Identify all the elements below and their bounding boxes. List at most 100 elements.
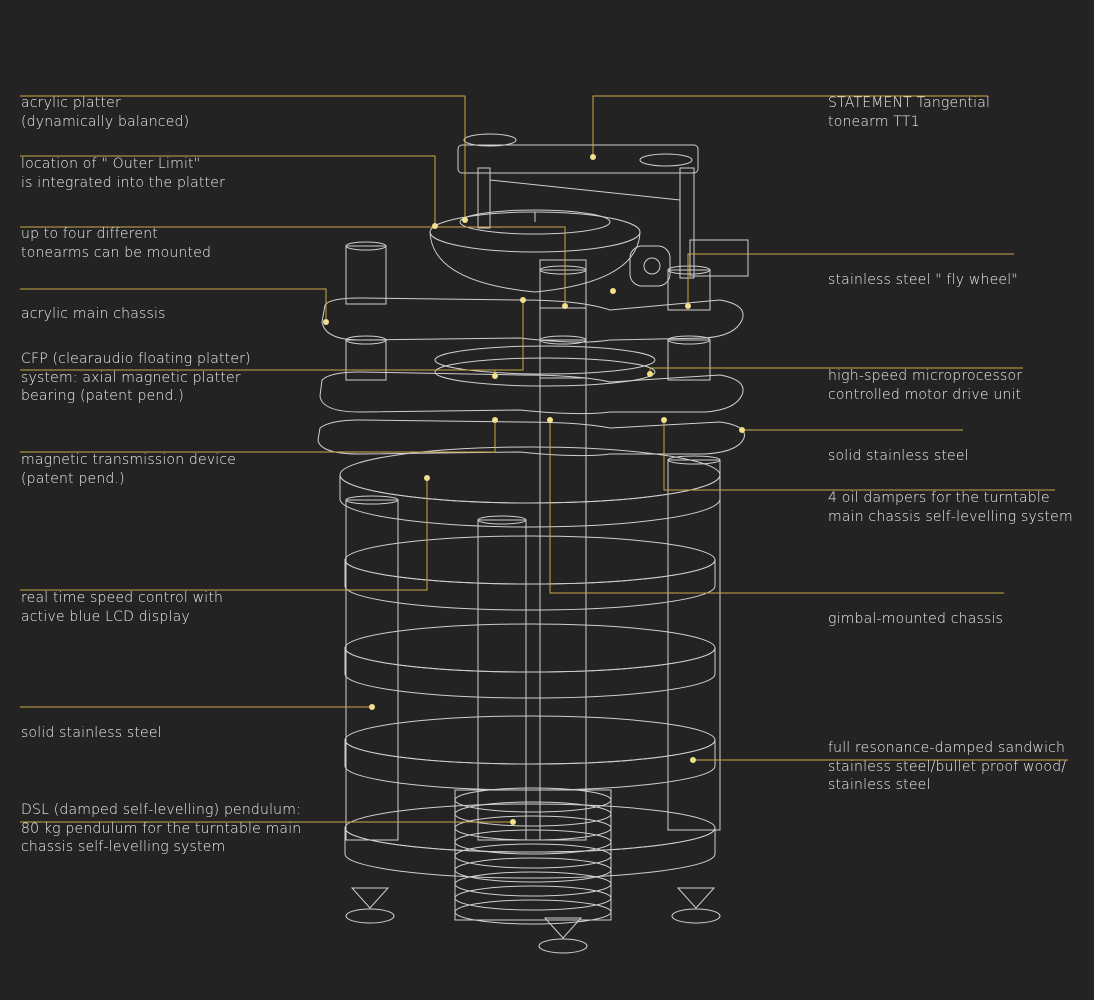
dot-dsl-pendulum <box>510 819 516 825</box>
spike-disc-0 <box>346 909 394 923</box>
chassis-post-center-lower-cap <box>540 336 586 344</box>
stand-plate-4-top <box>345 716 715 764</box>
leader-four-tonearms <box>20 226 566 306</box>
label-gimbal-chassis: gimbal-mounted chassis <box>828 611 1004 627</box>
callout-dots <box>323 154 745 825</box>
pendulum-stack-body <box>455 790 611 920</box>
platter-body <box>430 232 640 292</box>
dot-gimbal-chassis <box>547 417 553 423</box>
spike-disc-2 <box>539 939 587 953</box>
turntable-line-drawing <box>318 134 748 953</box>
pendulum-disc-7 <box>455 886 611 910</box>
dot-cfp-system <box>520 297 526 303</box>
tonearm-beam <box>458 145 698 173</box>
bottom-stand-plate <box>345 828 715 878</box>
stand-leg-left <box>346 500 398 840</box>
dot-solid-steel-left <box>369 704 375 710</box>
chassis-post-right-lower <box>668 340 710 380</box>
dot-sandwich <box>690 757 696 763</box>
leader-cfp-system <box>20 300 524 371</box>
label-dsl-pendulum: DSL (damped self-levelling) pendulum:80 … <box>21 802 302 855</box>
stand-plate-2 <box>345 560 715 610</box>
leader-gimbal-chassis <box>549 420 1004 594</box>
tonearm-arm <box>490 180 680 200</box>
spike-foot-0 <box>352 888 388 908</box>
label-acrylic-platter: acrylic platter(dynamically balanced) <box>21 95 190 130</box>
leader-acrylic-main-chassis <box>20 288 327 322</box>
cfp-bearing-disc-lower <box>435 358 655 386</box>
dot-acrylic-platter <box>462 217 468 223</box>
pendulum-disc-4 <box>455 844 611 868</box>
label-fly-wheel: stainless steel " fly wheel" <box>828 272 1018 288</box>
spike-disc-1 <box>672 909 720 923</box>
dot-solid-steel-right <box>739 427 745 433</box>
stand-plate-3-top <box>345 624 715 672</box>
leader-oil-dampers <box>663 420 1055 491</box>
top-stand-plate-top <box>340 447 720 503</box>
stand-plate-2-top <box>345 536 715 584</box>
gimbal-chassis-plate <box>320 372 743 414</box>
chassis-post-right-lower-cap <box>668 336 710 344</box>
stand-leg-back <box>478 520 526 840</box>
tonearm-support-right <box>680 168 694 278</box>
dot-cfp-system-2 <box>492 373 498 379</box>
stand-leg-right <box>668 460 720 830</box>
dot-tonearm-tt1 <box>590 154 596 160</box>
dot-oil-dampers <box>661 417 667 423</box>
chassis-post-center <box>540 270 586 308</box>
stand-plate-4 <box>345 740 715 790</box>
dot-fly-wheel <box>685 303 691 309</box>
fly-wheel-housing <box>630 246 670 286</box>
leader-speed-control <box>20 478 428 591</box>
chassis-post-right <box>668 270 710 310</box>
label-solid-steel-left: solid stainless steel <box>21 725 162 741</box>
chassis-post-left-cap <box>346 242 386 250</box>
chassis-post-left <box>346 246 386 304</box>
spike-foot-1 <box>678 888 714 908</box>
label-magnetic-transmission: magnetic transmission device(patent pend… <box>21 452 237 487</box>
acrylic-main-chassis-plate <box>322 298 743 342</box>
leader-acrylic-platter <box>20 95 466 220</box>
leader-magnetic-transmission <box>20 420 496 453</box>
chassis-post-left-lower-cap <box>346 336 386 344</box>
dot-outer-limit <box>432 223 438 229</box>
tonearm-support-left <box>478 168 490 228</box>
stand-leg-right-cap <box>668 456 720 464</box>
dot-speed-control <box>424 475 430 481</box>
dot-cfp-extra <box>610 288 616 294</box>
cfp-bearing-disc <box>435 346 655 374</box>
label-cfp-system: CFP (clearaudio floating platter)system:… <box>21 351 251 404</box>
label-solid-steel-right: solid stainless steel <box>828 448 969 464</box>
stand-leg-left-cap <box>346 496 398 504</box>
dot-acrylic-main-chassis <box>323 319 329 325</box>
chassis-post-left-lower <box>346 340 386 380</box>
spike-foot-2 <box>545 918 581 938</box>
pendulum-disc-3 <box>455 830 611 854</box>
stand-leg-back-cap <box>478 516 526 524</box>
center-column <box>540 260 586 840</box>
leader-outer-limit <box>20 155 436 226</box>
leader-fly-wheel <box>687 253 1014 306</box>
dot-magnetic-transmission <box>492 417 498 423</box>
chassis-post-center-cap <box>540 266 586 274</box>
label-outer-limit: location of " Outer Limit"is integrated … <box>21 156 226 191</box>
tonearm-knob-left <box>464 134 516 146</box>
platter-record <box>460 210 610 234</box>
tonearm-knob-right <box>640 154 692 166</box>
leader-tonearm-tt1 <box>592 95 988 157</box>
pendulum-disc-6 <box>455 872 611 896</box>
motor-bracket <box>690 240 748 276</box>
steel-chassis-plate <box>318 420 745 456</box>
fly-wheel-hub <box>644 258 660 274</box>
label-acrylic-main-chassis: acrylic main chassis <box>21 306 166 322</box>
bottom-stand-plate-top <box>345 804 715 852</box>
chassis-post-right-cap <box>668 266 710 274</box>
